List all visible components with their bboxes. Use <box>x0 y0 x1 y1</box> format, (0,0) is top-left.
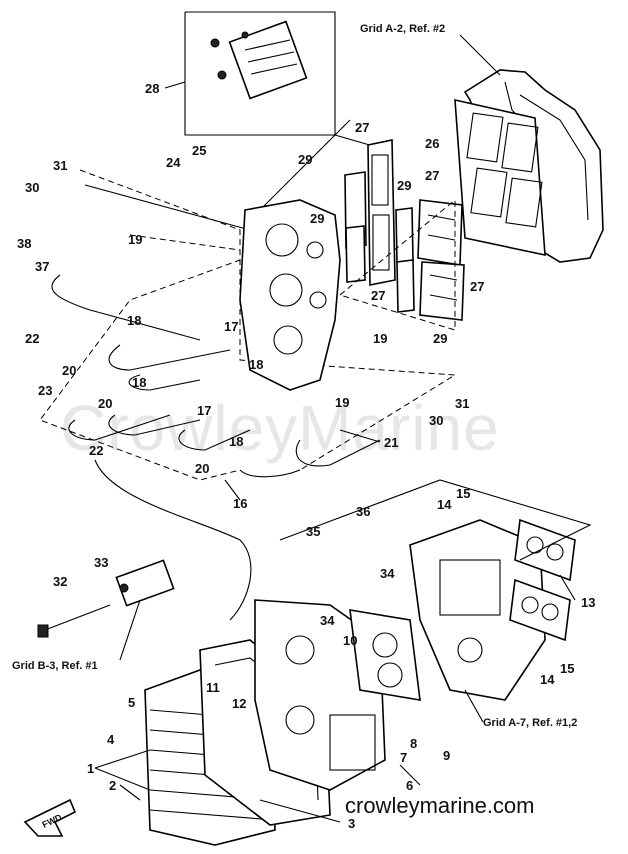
callout-2: 2 <box>109 778 116 793</box>
callout-4: 4 <box>107 732 115 747</box>
callout-27: 27 <box>371 288 385 303</box>
callout-18: 18 <box>229 434 243 449</box>
callout-19: 19 <box>373 331 387 346</box>
svg-text:Grid A-2, Ref. #2: Grid A-2, Ref. #2 <box>360 23 445 35</box>
leader-lines <box>94 81 576 823</box>
callout-18: 18 <box>249 357 263 372</box>
callout-38: 38 <box>17 236 31 251</box>
callout-27: 27 <box>425 168 439 183</box>
callout-23: 23 <box>38 383 52 398</box>
callout-20: 20 <box>62 363 76 378</box>
callout-37: 37 <box>35 259 49 274</box>
callout-17: 17 <box>197 403 211 418</box>
enrichment-valve <box>37 559 175 638</box>
intake-manifold-sketch <box>239 199 341 391</box>
svg-text:Grid A-7, Ref. #1,2: Grid A-7, Ref. #1,2 <box>483 717 577 729</box>
svg-text:Grid B-3, Ref. #1: Grid B-3, Ref. #1 <box>12 660 98 672</box>
callout-19: 19 <box>335 395 349 410</box>
hoses <box>51 274 381 478</box>
callout-1: 1 <box>87 761 94 776</box>
manifold-upper <box>409 519 546 701</box>
carburetor-gasket <box>349 609 421 701</box>
callout-34: 34 <box>320 613 335 628</box>
callout-29: 29 <box>310 211 324 226</box>
callouts: 28 27 26 25 24 29 31 27 29 30 29 19 38 3… <box>17 81 595 831</box>
callout-12: 12 <box>232 696 246 711</box>
website-label: crowleymarine.com <box>345 793 535 818</box>
callout-15: 15 <box>456 486 470 501</box>
reed-plate <box>454 98 546 257</box>
carburetor-body <box>254 599 386 791</box>
callout-25: 25 <box>192 143 206 158</box>
callout-21: 21 <box>384 435 398 450</box>
callout-18: 18 <box>127 313 141 328</box>
callout-22: 22 <box>89 443 103 458</box>
hose-group-outline <box>39 169 241 481</box>
callout-35: 35 <box>306 524 320 539</box>
callout-8: 8 <box>410 736 417 751</box>
callout-34: 34 <box>380 566 395 581</box>
callout-18: 18 <box>132 375 146 390</box>
reed-valve-sketch <box>210 20 308 100</box>
callout-29: 29 <box>298 152 312 167</box>
callout-6: 6 <box>406 778 413 793</box>
callout-5: 5 <box>128 695 135 710</box>
callout-22: 22 <box>25 331 39 346</box>
reed-inset-box <box>184 11 381 149</box>
callout-31: 31 <box>455 396 469 411</box>
callout-16: 16 <box>233 496 247 511</box>
callout-24: 24 <box>166 155 181 170</box>
callout-20: 20 <box>98 396 112 411</box>
callout-36: 36 <box>356 504 370 519</box>
callout-17: 17 <box>224 319 238 334</box>
callout-28: 28 <box>145 81 159 96</box>
callout-33: 33 <box>94 555 108 570</box>
callout-20: 20 <box>195 461 209 476</box>
callout-29: 29 <box>397 178 411 193</box>
callout-27: 27 <box>355 120 369 135</box>
callout-15: 15 <box>560 661 574 676</box>
ref-grid-a7: Grid A-7, Ref. #1,2 <box>464 689 577 729</box>
callout-13: 13 <box>581 595 595 610</box>
callout-30: 30 <box>25 180 39 195</box>
manifold-frame-line <box>279 479 592 561</box>
hose-long <box>94 459 252 621</box>
reed-group-outline <box>339 198 456 331</box>
ref-grid-a2: Grid A-2, Ref. #2 <box>360 23 501 76</box>
callout-11: 11 <box>206 680 220 695</box>
callout-3: 3 <box>348 816 355 831</box>
callout-32: 32 <box>53 574 67 589</box>
callout-19: 19 <box>128 232 142 247</box>
callout-14: 14 <box>540 672 555 687</box>
fwd-arrow: FWD <box>23 798 77 837</box>
callout-14: 14 <box>437 497 452 512</box>
callout-29: 29 <box>433 331 447 346</box>
ref-grid-b3: Grid B-3, Ref. #1 <box>12 599 141 672</box>
watermark: CrowleyMarine <box>60 392 500 464</box>
callout-27: 27 <box>470 279 484 294</box>
callout-10: 10 <box>343 633 357 648</box>
hose-group-outline-2 <box>129 234 457 471</box>
callout-31: 31 <box>53 158 67 173</box>
flange-gaskets <box>509 518 576 642</box>
callout-26: 26 <box>425 136 439 151</box>
callout-7: 7 <box>400 750 407 765</box>
callout-9: 9 <box>443 748 450 763</box>
reed-valves-and-gaskets <box>344 139 465 321</box>
callout-30: 30 <box>429 413 443 428</box>
